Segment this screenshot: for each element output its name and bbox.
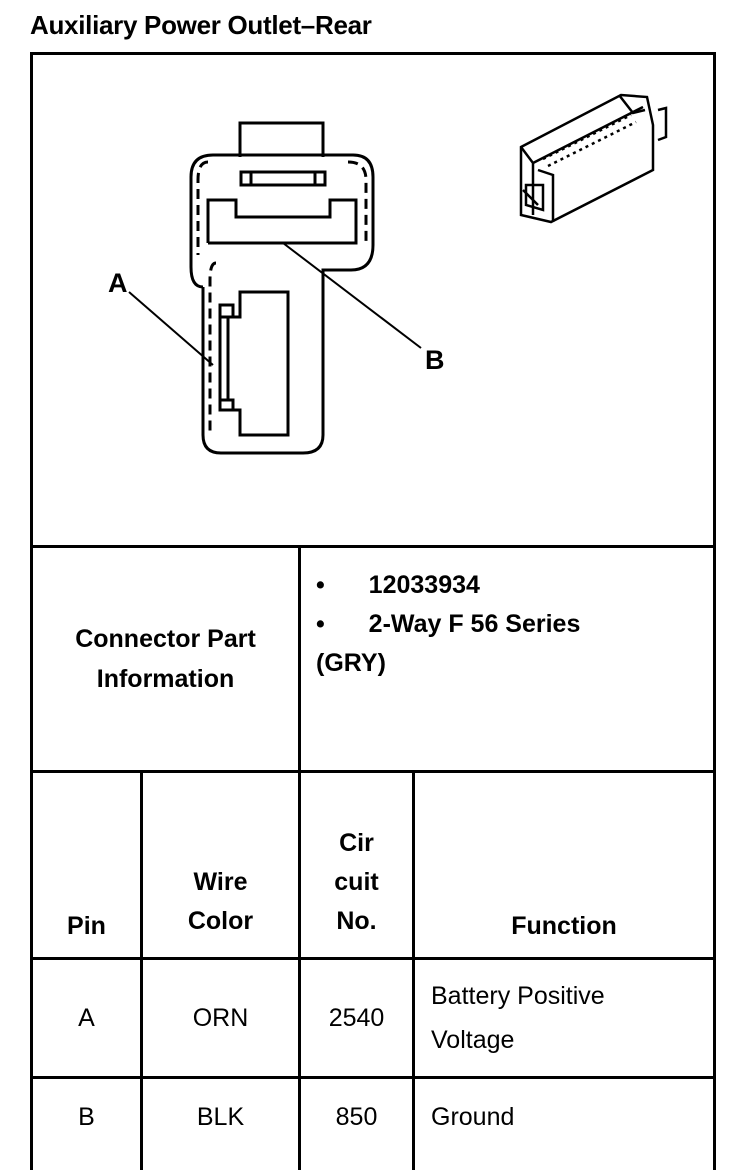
table-row-a-function: Battery Positive Voltage [415,960,713,1076]
connector-latch-tab [238,121,325,157]
table-row-b-wire-color: BLK [143,1079,298,1155]
connector-diagram: A B [108,93,668,455]
connector-3d-view [519,93,668,224]
connector-info-label: Connector Part Information [33,548,298,770]
header-circuit-line1: Cir [339,829,374,857]
connector-info-label-line2: Information [96,665,235,693]
header-circuit: Cir cuit No. [301,773,412,957]
divider-header [30,957,716,960]
header-wire-color: Wire Color [143,773,298,957]
table-row-b-pin: B [33,1079,140,1155]
table-row-a-pin: A [33,960,140,1076]
header-function: Function [415,773,713,957]
header-pin: Pin [33,773,140,957]
terminal-b-cavity [206,198,358,245]
table-row-b-circuit: 850 [301,1079,412,1155]
header-wire-color-line1: Wire [193,868,248,896]
function-value-line2: Voltage [431,1026,515,1054]
connector-table-frame [30,52,716,1170]
table-row-a-wire-color: ORN [143,960,298,1076]
divider-circuit-col [412,770,415,1170]
pin-value: A [78,1003,95,1032]
wire-color-value: ORN [192,1003,249,1032]
header-wire-color-line2: Color [187,907,254,935]
part-number: 12033934 [368,571,480,599]
divider-pin-col [140,770,143,1170]
divider-row-a [30,1076,716,1079]
pin-value: B [78,1102,95,1131]
connector-seal-outline [196,160,209,255]
terminal-a-cavity [218,290,290,437]
header-pin-text: Pin [67,912,106,940]
connector-info-label-line1: Connector Part [75,625,256,653]
description-item: • 2-Way F 56 Series [316,605,706,644]
divider-info-col [298,545,301,1170]
table-row-a-circuit: 2540 [301,960,412,1076]
wire-color-value: BLK [196,1102,245,1131]
callout-a-label: A [108,268,128,298]
divider-connector-info [30,770,716,773]
divider-diagram [30,545,716,548]
circuit-value: 850 [335,1102,378,1131]
header-circuit-line2: cuit [334,868,379,896]
description-line1: 2-Way F 56 Series [368,610,581,638]
table-row-b-function: Ground [415,1079,713,1155]
header-function-text: Function [511,912,617,940]
callout-b-label: B [425,345,445,375]
bullet: • [316,610,325,638]
bullet: • [316,571,325,599]
part-number-item: • 12033934 [316,566,706,605]
circuit-value: 2540 [328,1003,385,1032]
connector-body-outline [201,153,375,455]
page-title: Auxiliary Power Outlet–Rear [30,10,372,40]
connector-info-value: • 12033934 • 2-Way F 56 Series (GRY) [316,566,706,766]
function-value-line1: Ground [431,1102,515,1131]
function-value-line1: Battery Positive [431,982,605,1010]
callout-a-leader [128,291,214,366]
description-line2: (GRY) [316,649,386,677]
header-circuit-line3: No. [336,907,377,935]
callout-b-leader [282,242,422,349]
